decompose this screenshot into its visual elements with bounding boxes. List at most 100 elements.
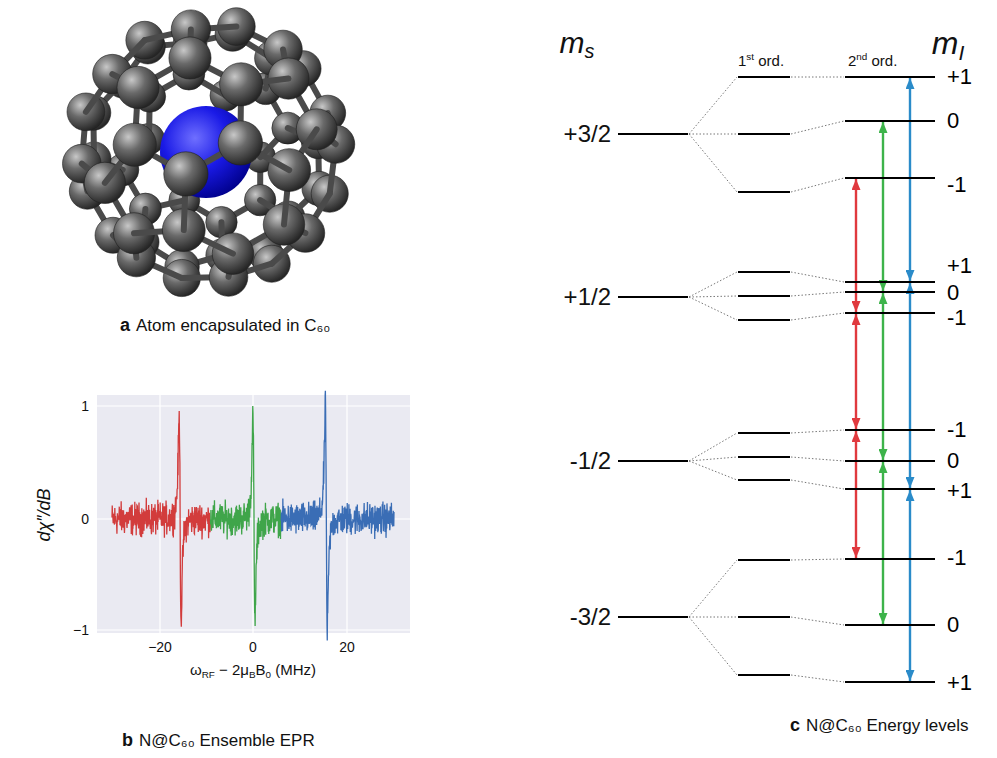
panel-letter: c: [790, 716, 800, 734]
text-part: st: [746, 51, 754, 62]
hyperfine-level: 0: [845, 120, 935, 122]
hyperfine-level: -1: [845, 558, 935, 560]
text-part: nd: [856, 51, 867, 62]
spin-label: +1/2: [564, 285, 611, 309]
first-order-level: [738, 76, 790, 78]
column-heading: mI: [932, 27, 965, 62]
text-part: I: [958, 41, 964, 64]
order-heading: 1st ord.: [738, 52, 784, 67]
transition-arrow: [909, 78, 911, 281]
first-order-level: [738, 133, 790, 135]
c60-molecule: [63, 8, 355, 297]
text-part: m: [560, 26, 585, 59]
carbon-atom: [117, 66, 159, 108]
signal-trace: [210, 406, 281, 626]
tick-label: 20: [339, 640, 355, 654]
first-order-level: [738, 559, 790, 561]
carbon-atom: [218, 121, 262, 165]
text-part: ord.: [754, 52, 784, 69]
nuclear-spin-label: +1: [947, 66, 972, 88]
text-part: 2: [848, 52, 856, 69]
first-order-level: [738, 616, 790, 618]
text-part: ord.: [867, 52, 897, 69]
spin-label: -3/2: [570, 605, 611, 629]
carbon-atom: [220, 63, 263, 106]
panel-letter: a: [120, 316, 130, 334]
hyperfine-level: +1: [845, 76, 935, 78]
tick-label: −1: [73, 623, 89, 637]
dotted-guide: [791, 559, 844, 560]
hyperfine-level: -1: [845, 177, 935, 179]
dotted-guide: [791, 457, 844, 461]
dotted-guide: [791, 313, 844, 320]
dotted-guide: [689, 617, 737, 618]
panel-caption: N@C₆₀ Energy levels: [806, 717, 969, 734]
dotted-guide: [689, 297, 737, 320]
hyperfine-level: +1: [845, 681, 935, 683]
hyperfine-level: +1: [845, 281, 935, 283]
dotted-guide: [791, 77, 844, 78]
ms-level: [618, 133, 688, 135]
first-order-level: [738, 456, 790, 458]
text-part: B: [249, 669, 256, 680]
energy-levels: [618, 77, 844, 682]
ms-level: [618, 460, 688, 462]
nuclear-spin-label: -1: [947, 174, 967, 196]
first-order-level: [738, 319, 790, 321]
transition-arrow: [855, 431, 857, 558]
text-part: (MHz): [271, 661, 316, 678]
text-part: B: [256, 661, 266, 678]
text-part: 1: [738, 52, 746, 69]
tick-label: 0: [81, 512, 89, 526]
transition-arrow: [909, 490, 911, 681]
first-order-level: [738, 432, 790, 434]
dotted-guide: [689, 77, 737, 134]
signal-trace: [281, 391, 394, 641]
transition-arrow: [882, 293, 884, 460]
dotted-guide: [791, 617, 844, 625]
dotted-guide: [689, 457, 737, 461]
transition-arrow: [882, 122, 884, 291]
first-order-level: [738, 674, 790, 676]
nuclear-spin-label: +1: [947, 255, 972, 277]
axis-label: dχ″/dB: [35, 488, 53, 541]
dotted-guide: [689, 433, 737, 461]
signal-trace: [112, 411, 210, 627]
text-part: s: [585, 40, 595, 62]
transition-arrow: [855, 314, 857, 429]
panel-caption: Atom encapsulated in C₆₀: [136, 317, 330, 334]
text-part: − 2μ: [215, 661, 249, 678]
ms-level: [618, 616, 688, 618]
order-heading: 2nd ord.: [848, 52, 897, 67]
hyperfine-level: -1: [845, 429, 935, 431]
dotted-guide: [791, 480, 844, 489]
nuclear-spin-label: +1: [947, 672, 972, 694]
dotted-guide: [689, 134, 737, 135]
spin-label: +3/2: [564, 122, 611, 146]
dotted-guide: [689, 617, 737, 675]
dotted-guide: [689, 560, 737, 617]
nuclear-spin-label: +1: [947, 480, 972, 502]
dotted-guide: [689, 461, 737, 480]
text-part: m: [932, 25, 959, 61]
tick-label: 0: [249, 640, 257, 654]
panel-caption: N@C₆₀ Ensemble EPR: [139, 732, 315, 749]
hyperfine-level: -1: [845, 312, 935, 314]
dotted-guide: [791, 675, 844, 682]
dotted-guide: [689, 272, 737, 297]
column-heading: ms: [560, 28, 595, 62]
hyperfine-level: 0: [845, 291, 935, 293]
text-part: RF: [202, 669, 215, 680]
first-order-level: [738, 295, 790, 297]
epr-signal: [112, 391, 394, 641]
transition-arrow: [882, 462, 884, 624]
nuclear-spin-label: -1: [947, 419, 967, 441]
dotted-guide: [791, 121, 844, 134]
axis-label: ωRF − 2μBB0 (MHz): [190, 662, 316, 679]
first-order-level: [738, 191, 790, 193]
dotted-guide: [791, 178, 844, 192]
tick-label: 1: [81, 399, 89, 413]
dotted-guide: [689, 134, 737, 192]
tick-label: −20: [148, 640, 172, 654]
